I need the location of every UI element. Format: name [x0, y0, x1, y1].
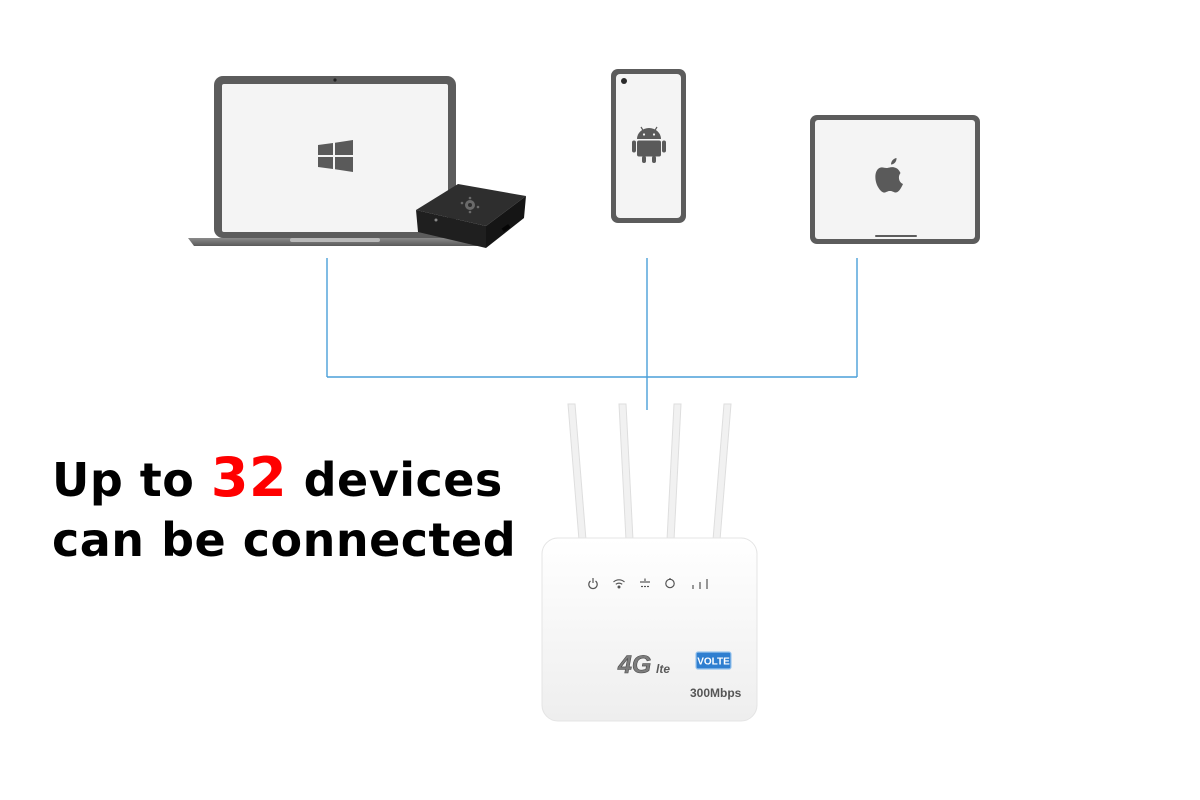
headline-suffix: devices	[303, 453, 503, 507]
apple-logo-icon	[875, 158, 903, 193]
tablet	[810, 115, 980, 244]
tv-box	[416, 184, 536, 252]
router: 4G lte VOLTE 300Mbps	[541, 403, 758, 722]
signal-bars-icon	[692, 579, 708, 589]
internet-icon	[665, 578, 675, 589]
tv-box-front	[416, 210, 486, 248]
router-speed-label: 300Mbps	[690, 686, 742, 700]
windows-logo-icon	[318, 140, 353, 172]
android-logo-icon	[632, 126, 666, 163]
phone-camera	[621, 78, 627, 84]
wifi-icon	[613, 579, 625, 589]
headline-line-2: can be connected	[52, 513, 517, 567]
device-count: 32	[210, 446, 288, 509]
router-antennas	[567, 403, 732, 541]
laptop	[188, 76, 484, 246]
volte-badge: VOLTE	[697, 657, 730, 668]
tablet-home-bar	[875, 235, 917, 237]
router-body	[541, 537, 758, 722]
tv-box-port	[501, 224, 511, 232]
headline-prefix: Up to	[52, 453, 195, 507]
antenna-1	[567, 403, 587, 541]
volte-badge-bg	[695, 651, 732, 670]
lan-icon	[640, 578, 650, 588]
laptop-notch	[290, 238, 380, 242]
headline-line-1: Up to 32 devices	[52, 448, 516, 510]
router-lte-suffix: lte	[656, 662, 670, 676]
headline: Up to 32 devices can be connected	[52, 448, 516, 570]
connection-lines	[326, 258, 858, 410]
phone	[611, 69, 686, 223]
antenna-3	[666, 403, 682, 541]
tv-box-led	[434, 218, 438, 222]
tv-box-side	[486, 196, 526, 248]
router-4g-badge: 4G	[617, 651, 651, 679]
antenna-2	[618, 403, 634, 541]
tv-box-logo-icon	[460, 196, 480, 214]
power-icon	[588, 578, 598, 590]
router-status-leds	[588, 578, 708, 590]
laptop-camera	[333, 78, 337, 82]
antenna-4	[712, 403, 732, 541]
